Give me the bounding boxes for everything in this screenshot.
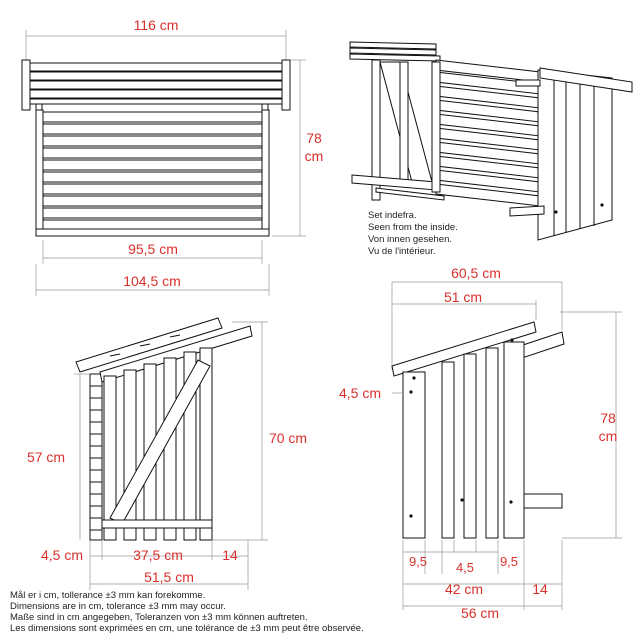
end-front-post xyxy=(503,341,525,539)
tolerance-note-da: Mål er i cm, tollerance ±3 mm kan foreko… xyxy=(10,590,205,601)
front-roof-boards xyxy=(29,62,283,99)
tolerance-notes: Mål er i cm, tollerance ±3 mm kan foreko… xyxy=(10,590,364,634)
perspective-end-panel xyxy=(537,69,613,241)
side-roof-board-upper xyxy=(75,317,223,373)
side-overhang-label: 14 xyxy=(222,547,238,563)
front-outer-width-label: 104,5 cm xyxy=(123,273,181,289)
tolerance-note-en: Dimensions are in cm, tolerance ±3 mm ma… xyxy=(10,601,226,612)
perspective-view: Set indefra. Seen from the inside. Von i… xyxy=(349,41,633,257)
tolerance-note-fr: Les dimensions sont exprimées en cm, une… xyxy=(10,623,364,634)
end-roof-board xyxy=(391,321,537,377)
side-back-boards xyxy=(89,373,103,541)
perspective-caption-line-2: Seen from the inside. xyxy=(368,222,458,233)
front-width-total-label: 116 cm xyxy=(134,17,179,33)
side-roof-board-lower xyxy=(99,325,253,383)
end-depth-total-label: 56 cm xyxy=(461,605,499,621)
front-roof-end-left xyxy=(21,59,31,111)
end-board-offset-label: 4,5 cm xyxy=(339,385,381,401)
perspective-caption-line-3: Von innen gesehen. xyxy=(368,234,452,245)
end-gap-right-label: 9,5 xyxy=(500,554,518,569)
end-foot-rail xyxy=(523,493,563,509)
front-inner-width-label: 95,5 cm xyxy=(128,241,178,257)
side-front-post xyxy=(199,347,213,541)
front-post-right xyxy=(261,109,270,237)
side-post-width-label: 4,5 cm xyxy=(41,547,83,563)
front-view: 116 cm xyxy=(21,17,324,296)
perspective-caption-line-1: Set indefra. xyxy=(368,210,417,221)
tolerance-note-de: Maße sind in cm angegeben, Toleranzen vo… xyxy=(10,612,308,623)
end-top-depth-label: 51 cm xyxy=(444,289,482,305)
side-back-height-label: 70 cm xyxy=(269,430,307,446)
end-overhang-label: 14 xyxy=(532,581,548,597)
side-view: 57 cm 70 cm 4,5 cm 37,5 cm 14 51,5 cm xyxy=(27,317,307,590)
end-back-post xyxy=(402,371,426,539)
end-roof-depth-label: 60,5 cm xyxy=(451,265,501,281)
front-roof-end-right xyxy=(281,59,291,111)
side-front-height-label: 57 cm xyxy=(27,449,65,465)
side-depth-total-label: 51,5 cm xyxy=(144,569,194,585)
end-gap-mid-label: 4,5 xyxy=(456,560,474,575)
end-base-depth-label: 42 cm xyxy=(445,581,483,597)
front-wall-boards xyxy=(42,111,263,231)
side-inner-depth-label: 37,5 cm xyxy=(133,547,183,563)
perspective-side-post xyxy=(371,59,381,201)
end-gap-left-label: 9,5 xyxy=(409,554,427,569)
front-post-left xyxy=(35,109,44,237)
perspective-caption-line-4: Vu de l'intérieur. xyxy=(368,246,435,257)
